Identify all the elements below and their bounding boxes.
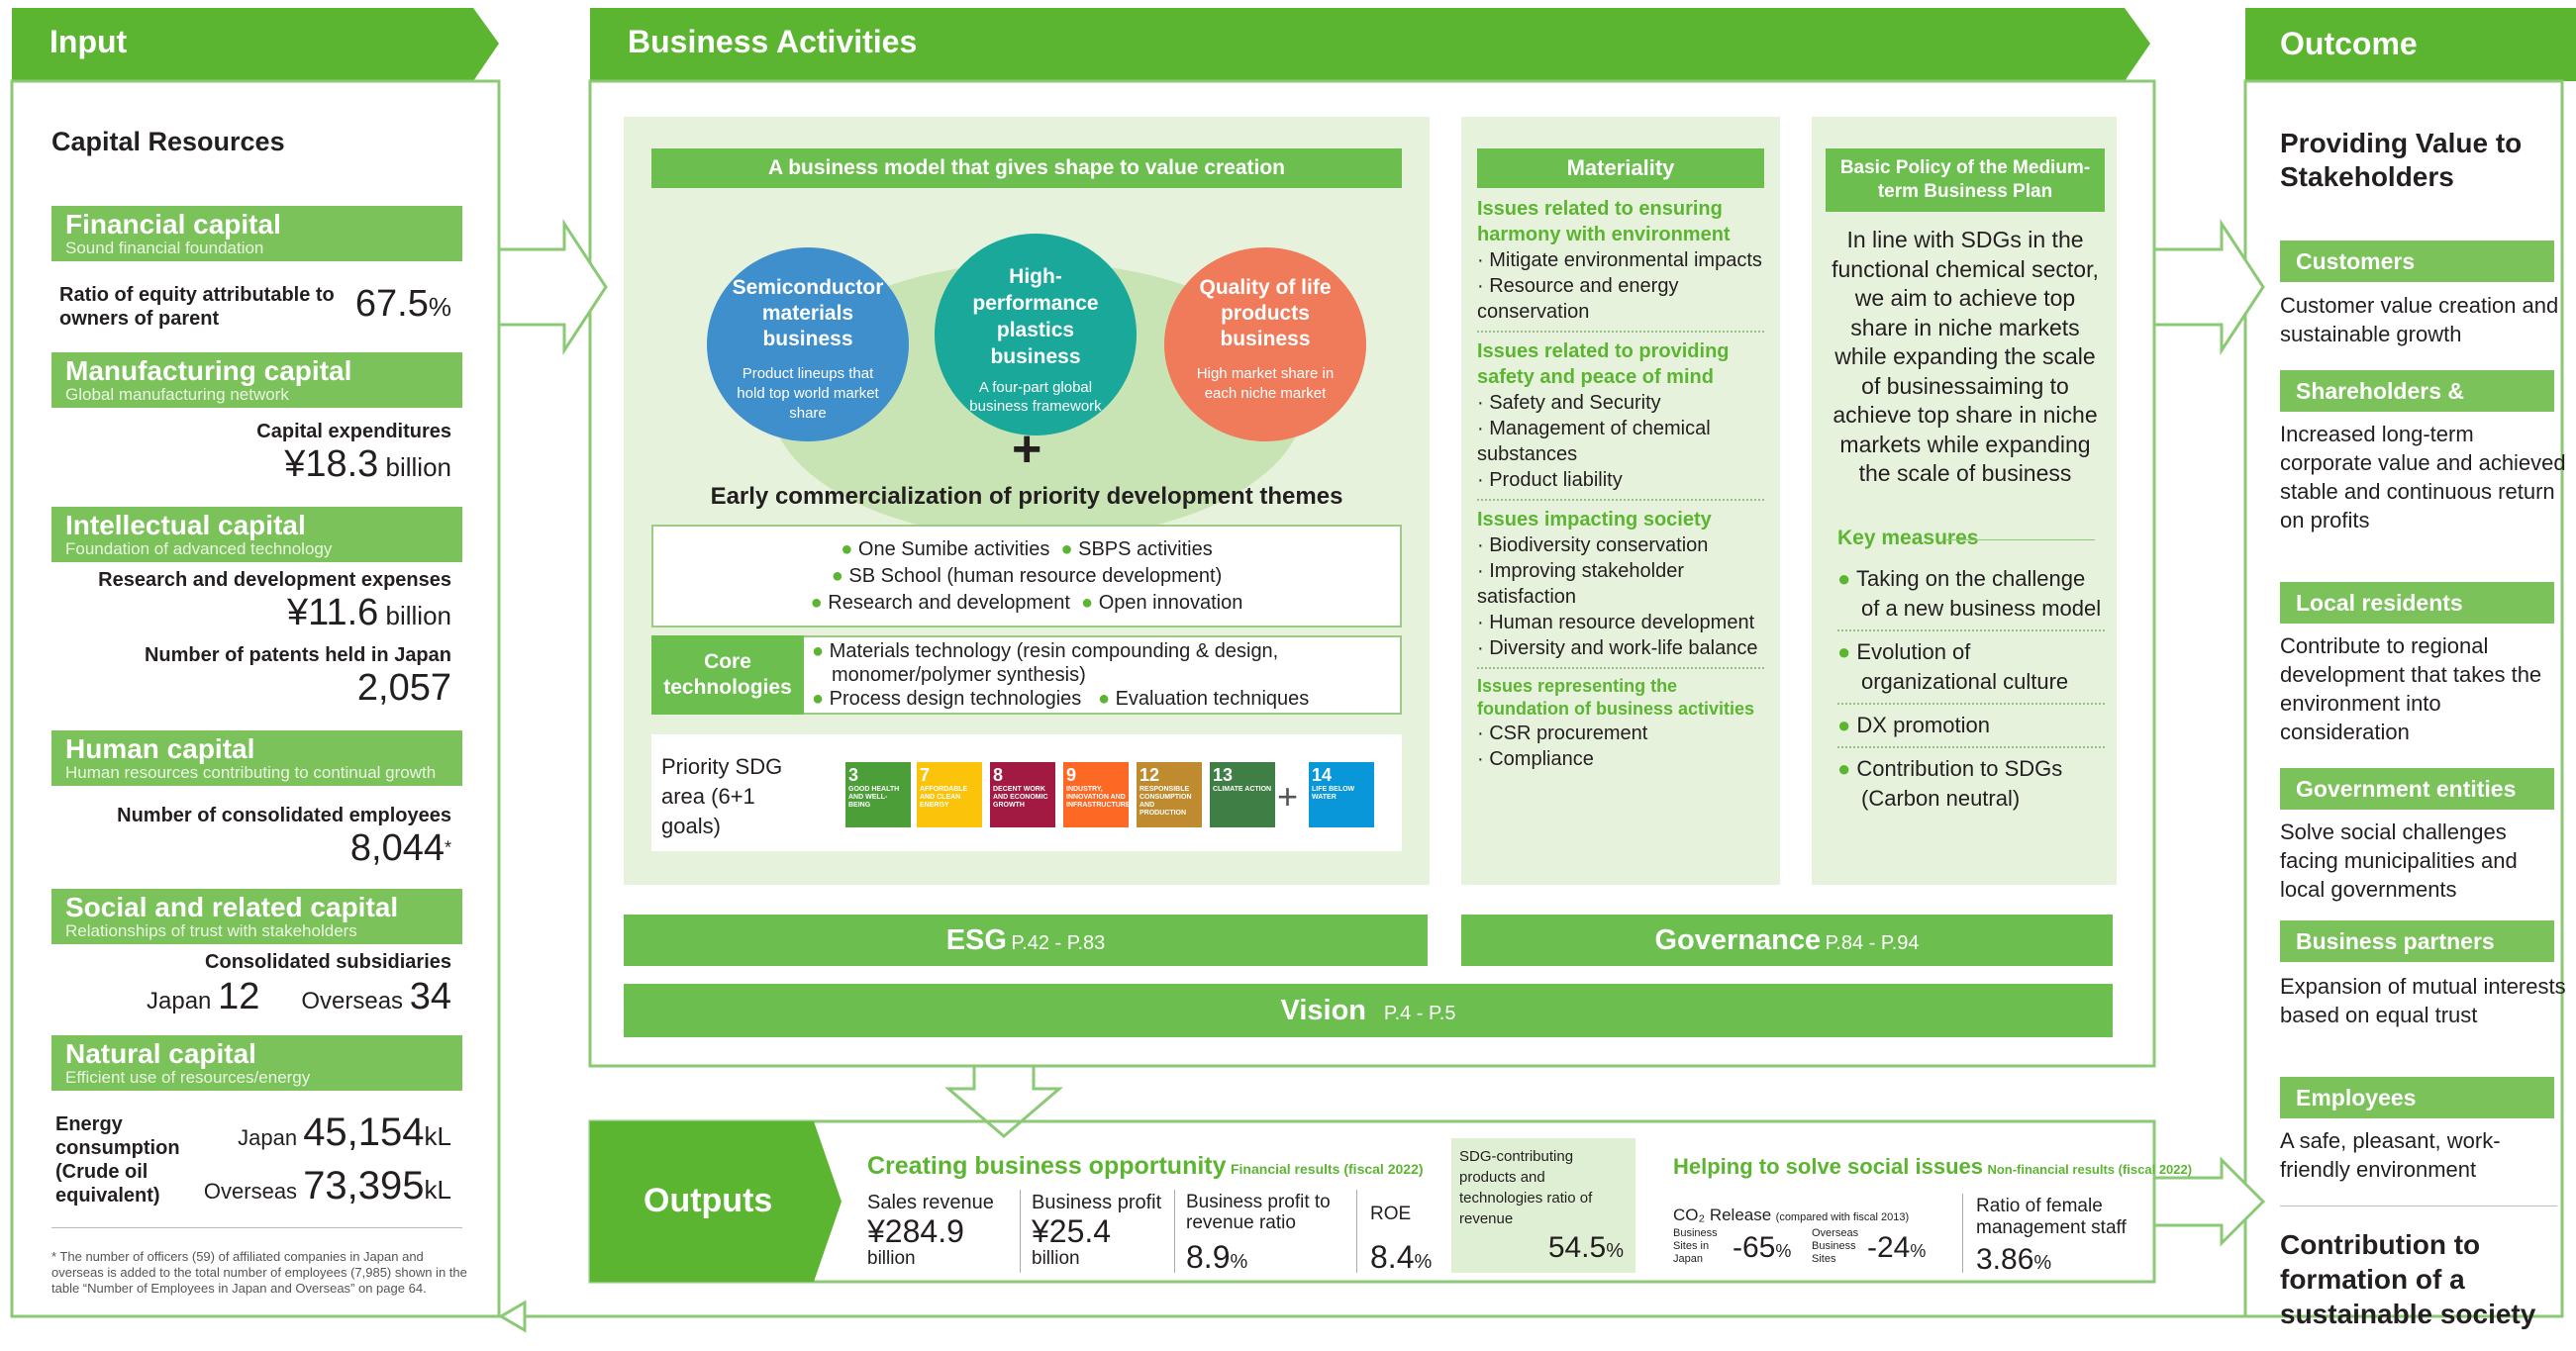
- plus-sign: +: [1012, 421, 1042, 478]
- employees-label: Number of consolidated employees: [117, 805, 451, 826]
- customers-header: Customers: [2280, 241, 2554, 282]
- vision-bar[interactable]: Vision P.4 - P.5: [624, 984, 2113, 1037]
- sdg-ratio-box: SDG-contributing products and technologi…: [1451, 1138, 1635, 1273]
- patents-label: Number of patents held in Japan: [144, 644, 451, 666]
- financial-label: Ratio of equity attributable to owners o…: [59, 284, 335, 330]
- energy-label: Energy consumption (Crude oil equivalent…: [55, 1113, 180, 1206]
- plastics-circle: High-performance plastics business A fou…: [935, 234, 1137, 435]
- patents-value: 2,057: [356, 667, 451, 709]
- partners-header: Business partners: [2280, 920, 2554, 962]
- semiconductor-circle: Semiconductor materials business Product…: [707, 247, 909, 441]
- policy-title: Basic Policy of the Medium-term Business…: [1826, 148, 2105, 212]
- materiality-title: Materiality: [1477, 148, 1764, 188]
- customers-text: Customer value creation and sustainable …: [2280, 293, 2559, 346]
- key-measures-list: ● Taking on the challenge of a new busin…: [1837, 564, 2105, 814]
- subsidiaries-overseas: Overseas 34: [301, 976, 451, 1017]
- financial-value: 67.5%: [354, 283, 451, 325]
- input-header: Input: [50, 24, 128, 59]
- core-tech-label: Core technologies: [651, 635, 804, 715]
- key-measures-title: Key measures: [1837, 527, 1979, 549]
- activities-box: ● One Sumibe activities ● SBPS activitie…: [651, 525, 1402, 627]
- employees-value: 8,044*: [349, 827, 451, 869]
- energy-japan: Japan 45,154kL: [238, 1110, 451, 1154]
- policy-text: In line with SDGs in the functional chem…: [1832, 227, 2099, 486]
- social-issues-title: Helping to solve social issues Non-finan…: [1673, 1154, 2193, 1179]
- employees-header: Employees: [2280, 1077, 2554, 1118]
- outcome-header: Outcome: [2280, 26, 2418, 61]
- shareholders-header: Shareholders & investors: [2280, 370, 2554, 445]
- shareholders-text: Increased long-term corporate value and …: [2280, 422, 2566, 532]
- esg-bar[interactable]: ESG P.42 - P.83: [624, 915, 1428, 966]
- business-header: Business Activities: [628, 24, 918, 59]
- subsidiaries-japan: Japan 12: [147, 976, 260, 1017]
- quality-life-circle: Quality of life products business High m…: [1164, 247, 1366, 441]
- outcome-title: Providing Value to Stakeholders: [2280, 128, 2523, 192]
- partners-text: Expansion of mutual interests based on e…: [2280, 974, 2566, 1027]
- rd-value: ¥11.6 billion: [287, 592, 451, 633]
- materiality-list: Issues related to ensuring harmony with …: [1477, 196, 1764, 772]
- governance-bar[interactable]: Governance P.84 - P.94: [1461, 915, 2113, 966]
- rd-label: Research and development expenses: [98, 569, 451, 591]
- sdg-label: Priority SDG area (6+1 goals): [661, 754, 783, 838]
- opportunity-title: Creating business opportunity Financial …: [867, 1152, 1424, 1180]
- model-title: A business model that gives shape to val…: [651, 148, 1402, 188]
- core-tech-list: ● Materials technology (resin compoundin…: [812, 640, 1310, 710]
- government-text: Solve social challenges facing municipal…: [2280, 820, 2518, 902]
- footnote: * The number of officers (59) of affilia…: [51, 1249, 467, 1296]
- outputs-header: Outputs: [644, 1182, 773, 1219]
- government-header: Government entities: [2280, 768, 2554, 810]
- residents-text: Contribute to regional development that …: [2280, 633, 2542, 744]
- early-commercialization: Early commercialization of priority deve…: [710, 483, 1343, 510]
- capex-label: Capital expenditures: [256, 421, 451, 442]
- sdg-plus: +: [1277, 776, 1299, 817]
- capital-resources-title: Capital Resources: [51, 127, 285, 156]
- co2-release: CO₂ Release (compared with fiscal 2013) …: [1673, 1206, 1927, 1265]
- energy-overseas: Overseas 73,395kL: [203, 1164, 451, 1207]
- subsidiaries-label: Consolidated subsidiaries: [205, 951, 451, 973]
- employees-text: A safe, pleasant, work-friendly environm…: [2280, 1128, 2501, 1182]
- residents-header: Local residents: [2280, 582, 2554, 624]
- sustainable-society: Contribution to formation of a sustainab…: [2280, 1229, 2536, 1329]
- capex-value: ¥18.3 billion: [284, 443, 451, 485]
